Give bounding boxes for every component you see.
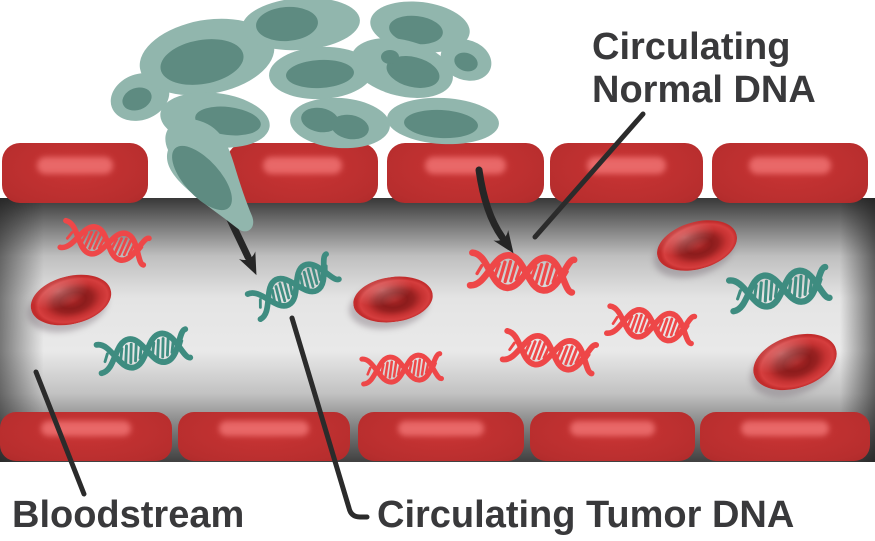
tumor-cell-nucleus: [404, 109, 478, 139]
normal-dna-pointer-line: [532, 111, 646, 240]
wall-highlight: [37, 157, 113, 174]
wall-highlight: [397, 421, 485, 436]
normal-dna-icon: [607, 306, 695, 343]
wall-highlight: [263, 157, 342, 174]
vessel-wall-segment: [2, 143, 148, 203]
tumor-cell-nucleus: [286, 59, 354, 89]
normal-dna-icon: [60, 221, 149, 265]
wall-highlight: [586, 157, 667, 174]
tumor-cell-nucleus: [331, 114, 369, 140]
wall-highlight: [569, 421, 656, 436]
tumor-cell: [351, 38, 453, 98]
tumor-cell: [387, 97, 499, 145]
vessel-wall-segment: [712, 143, 868, 203]
tumor-cell: [139, 18, 275, 96]
vessel-wall-segment: [700, 412, 870, 461]
normal-dna-pointer-arrow: [475, 166, 514, 254]
wall-highlight: [749, 157, 831, 174]
wall-highlight: [424, 157, 507, 174]
tumor-cell-nucleus: [122, 87, 152, 111]
tumor-cell-nucleus: [389, 15, 443, 45]
wall-highlight: [219, 421, 309, 436]
tumor-dna-icon: [729, 267, 829, 311]
normal-dna-label-line1: Circulating: [592, 26, 791, 68]
tumor-cell-cluster: [110, 0, 499, 232]
tumor-dna-icon: [97, 329, 191, 373]
vessel-wall-segment: [0, 412, 172, 461]
tumor-cell-nucleus: [172, 145, 232, 211]
vessel-wall-segment: [387, 143, 544, 203]
vessel-wall-segment: [358, 412, 524, 461]
tumor-cell-nucleus: [454, 52, 478, 72]
tumor-cell-nucleus: [160, 39, 244, 85]
tumor-cell: [269, 46, 373, 100]
tumor-cell: [242, 0, 360, 51]
vessel-wall-segment: [530, 412, 695, 461]
circulating-tumor-dna-label: Circulating Tumor DNA: [377, 494, 795, 536]
tumor-cell: [440, 39, 492, 81]
normal-dna-icon: [503, 331, 596, 374]
vessel-wall-segment: [227, 143, 378, 203]
tumor-dna-pointer-line: [289, 315, 370, 520]
tumor-cell-nucleus: [256, 6, 318, 42]
wall-highlight: [740, 421, 830, 436]
normal-dna-icon: [362, 354, 442, 384]
normal-dna-icon: [470, 253, 574, 293]
tumor-cell-nucleus: [381, 50, 399, 64]
tumor-cell: [290, 97, 390, 149]
dna-fragments: [60, 221, 829, 384]
normal-dna-label-line2: Normal DNA: [592, 68, 816, 111]
tumor-cell-nucleus: [301, 107, 339, 133]
tumor-dna-icon: [248, 254, 339, 319]
bloodstream-pointer-line: [33, 369, 87, 497]
tumor-cell-nucleus: [386, 56, 440, 88]
wall-highlight: [41, 421, 131, 436]
bloodstream-label: Bloodstream: [12, 494, 245, 536]
invading-tumor-cell: [165, 119, 254, 232]
